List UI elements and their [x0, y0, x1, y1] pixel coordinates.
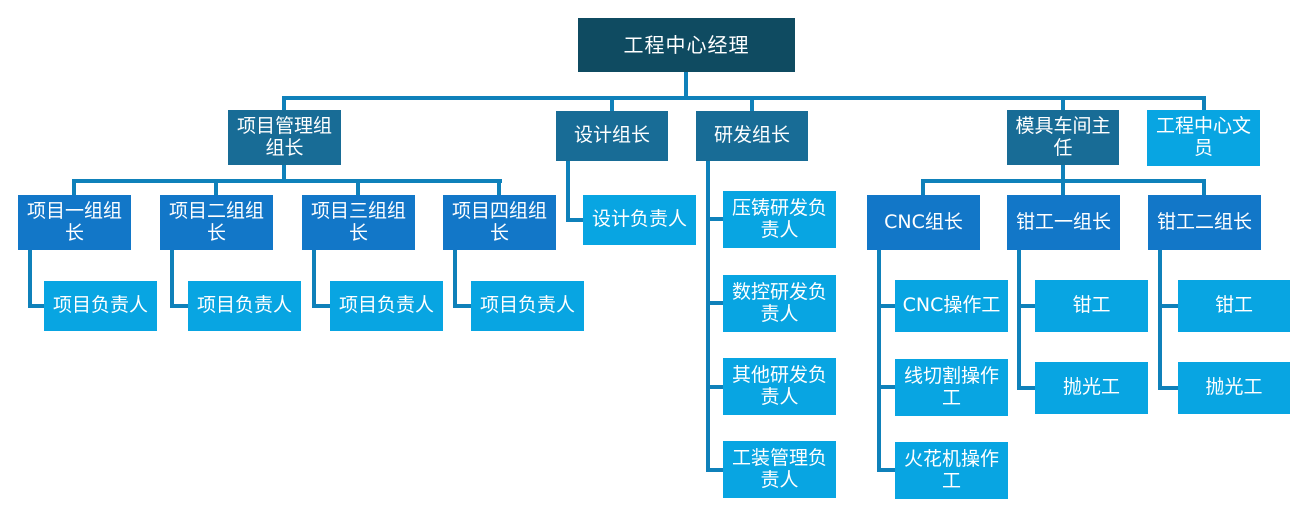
- connector-line: [1061, 165, 1065, 179]
- connector-line: [72, 183, 76, 195]
- connector-line: [566, 161, 570, 222]
- connector-line: [684, 72, 688, 98]
- connector-line: [1158, 386, 1178, 390]
- connector-line: [706, 161, 710, 472]
- connector-line: [356, 183, 360, 195]
- connector-line: [877, 304, 895, 308]
- connector-line: [1061, 100, 1065, 110]
- org-node-wirecut-operator[interactable]: 线切割操作工: [895, 359, 1008, 416]
- connector-line: [282, 96, 1206, 100]
- org-node-project-group2-lead[interactable]: 项目二组组长: [160, 195, 273, 250]
- connector-line: [1017, 304, 1035, 308]
- org-node-diecast-rd-owner[interactable]: 压铸研发负责人: [723, 191, 836, 248]
- connector-line: [921, 179, 1206, 183]
- org-node-engineering-center-clerk[interactable]: 工程中心文员: [1147, 110, 1260, 166]
- connector-line: [706, 468, 723, 472]
- connector-line: [28, 304, 44, 308]
- org-node-other-rd-owner[interactable]: 其他研发负责人: [723, 358, 836, 415]
- org-node-cnc-operator[interactable]: CNC操作工: [895, 280, 1008, 332]
- org-node-project2-owner[interactable]: 项目负责人: [188, 281, 301, 331]
- org-node-project-group3-lead[interactable]: 项目三组组长: [302, 195, 415, 250]
- org-node-nc-rd-owner[interactable]: 数控研发负责人: [723, 275, 836, 332]
- org-node-fitter2-fitter[interactable]: 钳工: [1178, 280, 1290, 332]
- org-node-mold-workshop-director[interactable]: 模具车间主任: [1007, 110, 1119, 165]
- connector-line: [1017, 386, 1035, 390]
- connector-line: [706, 385, 723, 389]
- connector-line: [1158, 250, 1162, 390]
- org-node-fitter2-polisher[interactable]: 抛光工: [1178, 362, 1290, 414]
- connector-line: [566, 218, 583, 222]
- connector-line: [214, 183, 218, 195]
- connector-line: [282, 165, 286, 179]
- connector-line: [312, 250, 316, 308]
- org-node-project1-owner[interactable]: 项目负责人: [44, 281, 157, 331]
- connector-line: [170, 250, 174, 308]
- org-node-fitter1-polisher[interactable]: 抛光工: [1035, 362, 1148, 414]
- connector-line: [706, 301, 723, 305]
- connector-line: [610, 100, 614, 111]
- connector-line: [877, 250, 881, 472]
- org-node-cnc-lead[interactable]: CNC组长: [867, 195, 980, 250]
- org-node-engineering-center-manager[interactable]: 工程中心经理: [578, 18, 795, 72]
- connector-line: [877, 385, 895, 389]
- connector-line: [453, 250, 457, 308]
- connector-line: [1202, 183, 1206, 195]
- org-node-fitter1-fitter[interactable]: 钳工: [1035, 280, 1148, 332]
- org-node-fitter-group1-lead[interactable]: 钳工一组长: [1007, 195, 1120, 250]
- org-node-project3-owner[interactable]: 项目负责人: [330, 281, 443, 331]
- connector-line: [877, 468, 895, 472]
- org-node-edm-operator[interactable]: 火花机操作工: [895, 442, 1008, 499]
- org-node-project-management-group-lead[interactable]: 项目管理组组长: [228, 110, 341, 165]
- connector-line: [170, 304, 188, 308]
- org-node-tooling-management-owner[interactable]: 工装管理负责人: [723, 441, 836, 498]
- connector-line: [921, 183, 925, 195]
- org-node-project-group4-lead[interactable]: 项目四组组长: [443, 195, 556, 250]
- org-node-fitter-group2-lead[interactable]: 钳工二组长: [1148, 195, 1261, 250]
- org-node-design-lead[interactable]: 设计组长: [556, 111, 668, 161]
- connector-line: [453, 304, 471, 308]
- connector-line: [72, 179, 502, 183]
- connector-line: [312, 304, 330, 308]
- org-node-project4-owner[interactable]: 项目负责人: [471, 281, 584, 331]
- connector-line: [706, 217, 723, 221]
- connector-line: [497, 183, 501, 195]
- org-node-design-owner[interactable]: 设计负责人: [583, 195, 696, 245]
- connector-line: [750, 100, 754, 111]
- connector-line: [282, 100, 286, 111]
- connector-line: [1061, 183, 1065, 195]
- connector-line: [28, 250, 32, 308]
- org-node-rd-lead[interactable]: 研发组长: [696, 111, 808, 161]
- connector-line: [1158, 304, 1178, 308]
- connector-line: [1017, 250, 1021, 390]
- connector-line: [1202, 100, 1206, 110]
- org-node-project-group1-lead[interactable]: 项目一组组长: [18, 195, 131, 250]
